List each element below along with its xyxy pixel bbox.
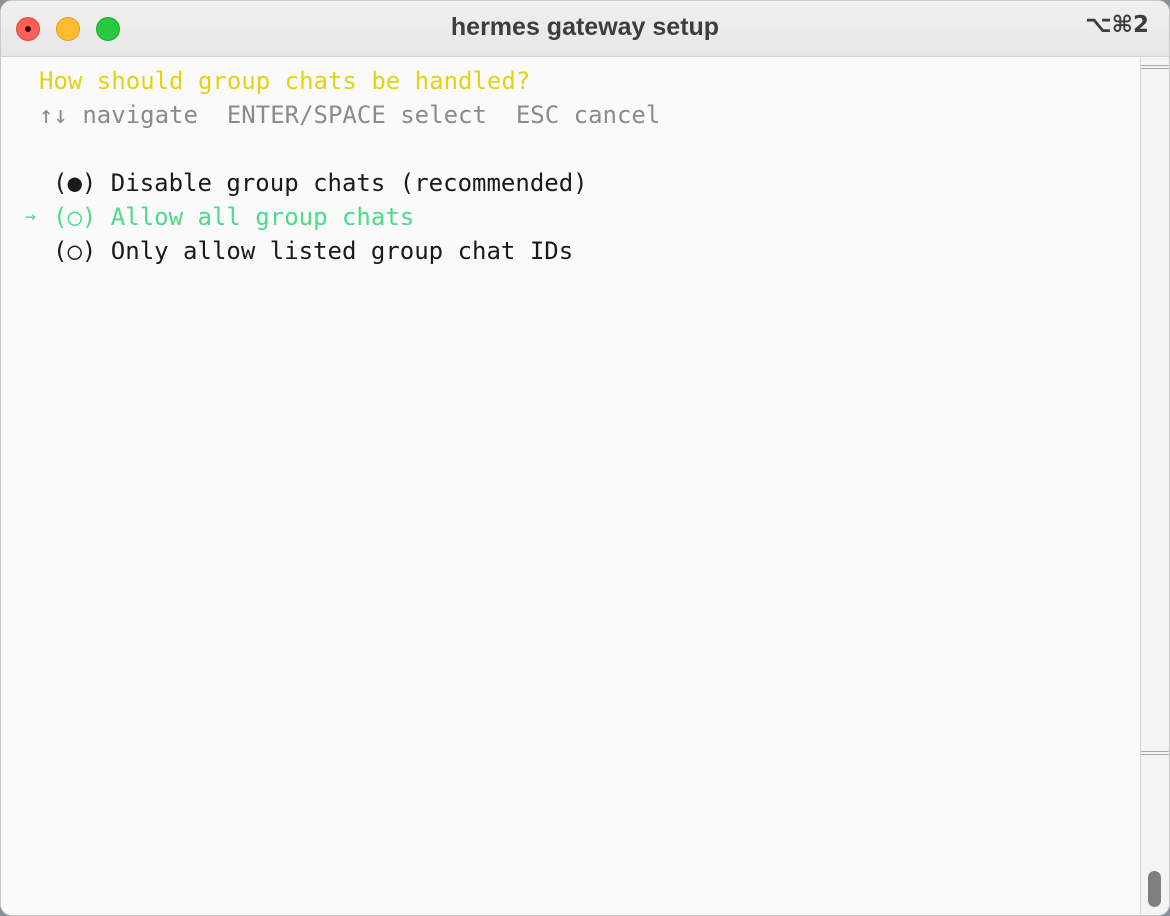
option-only-listed-group-chats[interactable]: (○) Only allow listed group chat IDs [53, 237, 574, 265]
vertical-scrollbar[interactable] [1140, 57, 1169, 915]
option-allow-all-group-chats[interactable]: (○) Allow all group chats [53, 203, 415, 231]
window-shortcut: ⌥⌘2 [1085, 12, 1149, 38]
window-title: hermes gateway setup [450, 13, 720, 41]
zoom-button[interactable] [96, 17, 120, 41]
selection-cursor-icon: → [25, 206, 36, 227]
minimize-button[interactable] [56, 17, 80, 41]
scroll-marker-middle [1141, 751, 1169, 755]
prompt-hint: ↑↓ navigate ENTER/SPACE select ESC cance… [39, 101, 661, 129]
terminal-content[interactable]: How should group chats be handled? ↑↓ na… [1, 57, 1141, 915]
scroll-marker-top [1141, 65, 1169, 69]
option-disable-group-chats[interactable]: (●) Disable group chats (recommended) [53, 169, 588, 197]
scroll-thumb[interactable] [1148, 871, 1161, 907]
prompt-question: How should group chats be handled? [39, 67, 531, 95]
title-bar[interactable]: hermes gateway setup ⌥⌘2 [1, 1, 1169, 57]
close-indicator-icon [25, 26, 31, 32]
close-button[interactable] [16, 17, 40, 41]
